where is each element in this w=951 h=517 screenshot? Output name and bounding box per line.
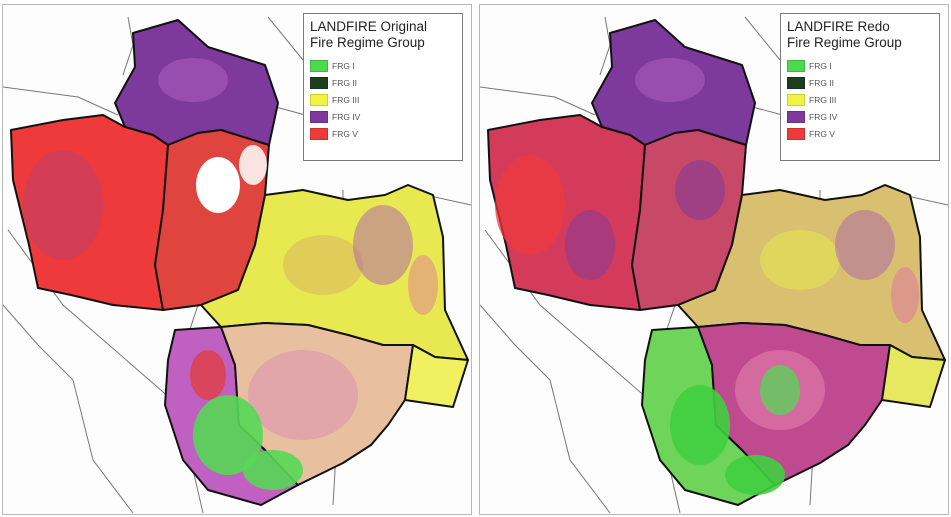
fire-regime-map — [3, 16, 471, 514]
frg-5-swatch — [787, 127, 805, 140]
legend-item-frg-3: FRG III — [310, 91, 456, 108]
frg-4-swatch — [787, 110, 805, 123]
legend-title: LANDFIRE Redo Fire Regime Group — [787, 19, 902, 50]
legend-label: FRG III — [809, 94, 837, 105]
frg-3-swatch — [310, 93, 328, 106]
legend-item-frg-5: FRG V — [787, 125, 933, 142]
legend-label: FRG II — [809, 77, 835, 88]
frg-4-swatch — [310, 110, 328, 123]
legend-item-frg-4: FRG IV — [310, 108, 456, 125]
legend-item-frg-4: FRG IV — [787, 108, 933, 125]
frg-2-swatch — [787, 76, 805, 89]
legend: LANDFIRE Original Fire Regime Group FRG … — [303, 13, 463, 161]
legend-item-frg-3: FRG III — [787, 91, 933, 108]
legend-label: FRG II — [332, 77, 358, 88]
legend-label: FRG IV — [809, 111, 838, 122]
legend-item-frg-2: FRG II — [787, 74, 933, 91]
legend-item-frg-1: FRG I — [310, 57, 456, 74]
legend-item-frg-2: FRG II — [310, 74, 456, 91]
legend-label: FRG I — [809, 60, 832, 71]
region-south-east — [404, 344, 469, 408]
legend-item-frg-1: FRG I — [787, 57, 933, 74]
texture-patches — [23, 58, 438, 490]
region-south-east — [881, 344, 946, 408]
texture-patches — [495, 58, 919, 495]
legend-title: LANDFIRE Original Fire Regime Group — [310, 19, 428, 50]
legend-label: FRG I — [332, 60, 355, 71]
legend-label: FRG V — [809, 128, 835, 139]
frg-1-swatch — [787, 59, 805, 72]
legend: LANDFIRE Redo Fire Regime Group FRG I FR… — [780, 13, 940, 161]
legend-label: FRG IV — [332, 111, 361, 122]
frg-5-swatch — [310, 127, 328, 140]
frg-2-swatch — [310, 76, 328, 89]
map-panel-original: LANDFIRE Original Fire Regime Group FRG … — [2, 4, 472, 515]
fire-regime-map — [480, 16, 948, 514]
legend-label: FRG V — [332, 128, 358, 139]
map-panel-redo: LANDFIRE Redo Fire Regime Group FRG I FR… — [479, 4, 949, 515]
frg-1-swatch — [310, 59, 328, 72]
frg-3-swatch — [787, 93, 805, 106]
legend-item-frg-5: FRG V — [310, 125, 456, 142]
legend-label: FRG III — [332, 94, 360, 105]
